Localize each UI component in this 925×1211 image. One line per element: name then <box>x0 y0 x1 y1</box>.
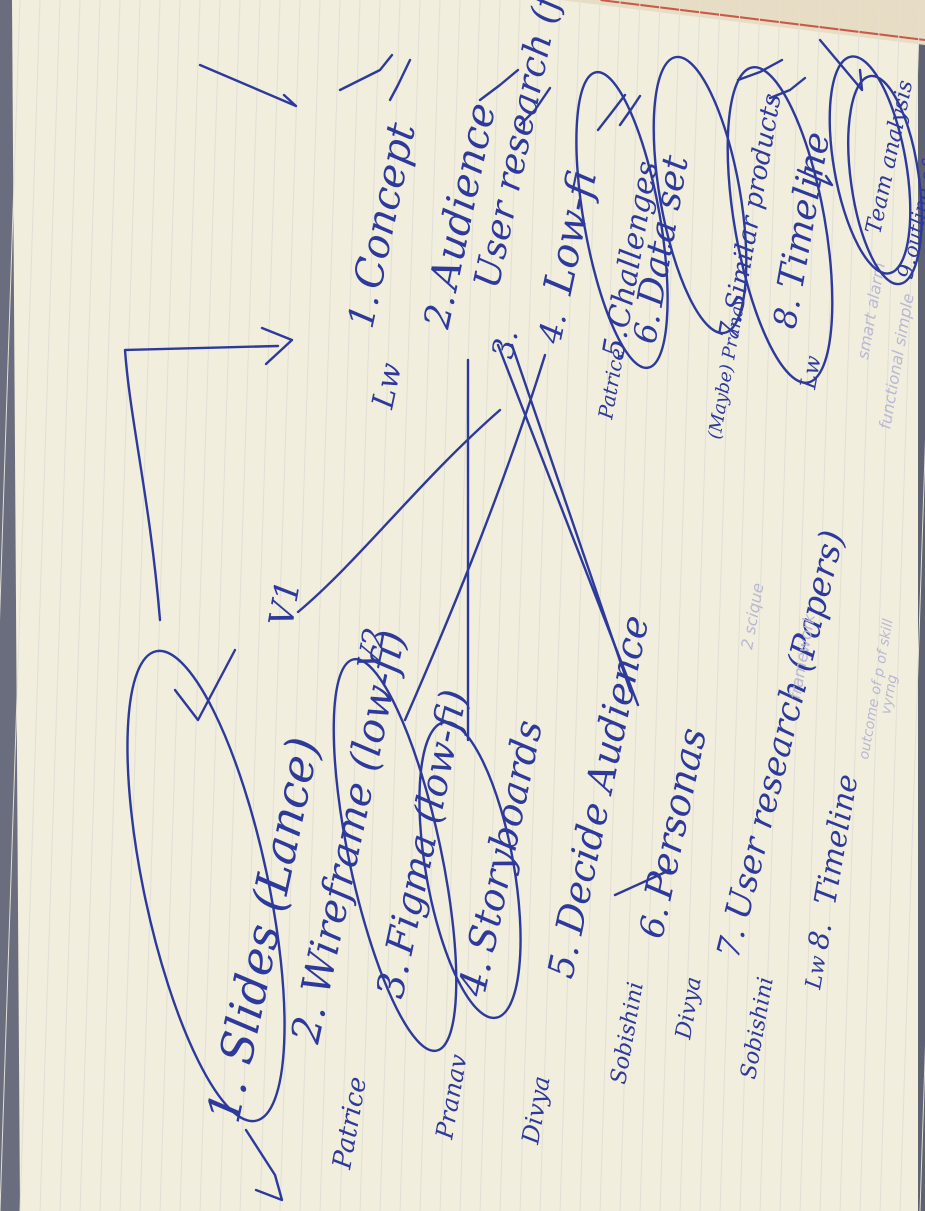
v1-marker: V1 <box>261 577 308 629</box>
top-right-page-edge <box>560 0 925 45</box>
slides-loop <box>126 649 286 1123</box>
ruled-line <box>639 0 681 1211</box>
right-item-8-number: 8. <box>765 295 808 332</box>
left-item-8-number: 8. <box>801 920 838 952</box>
personas-connector <box>613 868 672 897</box>
ruled-line <box>99 0 141 1211</box>
challenges-check <box>596 93 627 132</box>
ruled-line <box>479 0 521 1211</box>
ruled-line <box>859 0 901 1211</box>
right-item-3-number: 3. <box>486 326 526 361</box>
ruled-line <box>199 0 241 1211</box>
ruled-line <box>799 0 841 1211</box>
challenges-dataset-loop <box>575 70 669 370</box>
v2-connector <box>403 353 547 722</box>
ruled-line <box>299 0 341 1211</box>
faint-note-6: vyrng <box>878 673 901 715</box>
similar-products-loop <box>652 55 748 335</box>
ruled-line <box>79 0 121 1211</box>
ruled-line <box>339 0 381 1211</box>
ruled-line <box>239 0 281 1211</box>
v1-connector <box>296 408 502 614</box>
ruled-line <box>899 438 925 1211</box>
ruled-line <box>459 0 501 1211</box>
right-item-6-number: 6. <box>625 310 668 347</box>
red-margin-edge <box>599 0 925 41</box>
v2-marker: V2 <box>351 625 393 671</box>
ruled-line <box>739 0 781 1211</box>
top-arrow-check <box>198 63 298 108</box>
timeline-small-arrow <box>796 168 834 187</box>
timeline-check <box>768 76 807 100</box>
storyboards-loop <box>418 720 522 1020</box>
timeline-loop <box>726 66 834 384</box>
left-item-2-number: 2. <box>283 1000 336 1048</box>
ruled-line <box>559 0 601 1211</box>
ruled-line <box>699 0 741 1211</box>
ruled-line <box>599 0 641 1211</box>
right-item-8-owner: Lw <box>796 354 827 392</box>
similar-check <box>736 58 784 82</box>
ruled-line <box>39 0 81 1211</box>
ruled-line <box>139 0 181 1211</box>
left-item-5-number: 5. <box>541 940 588 982</box>
left-item-8-owner: Lw <box>801 954 832 992</box>
ruled-line <box>119 0 161 1211</box>
right-item-4-number: 4. <box>530 309 574 348</box>
ruled-line <box>759 0 801 1211</box>
ruled-line <box>0 0 41 1211</box>
ruled-line <box>519 0 561 1211</box>
concept-check <box>338 53 394 92</box>
ruled-line <box>659 0 701 1211</box>
ruled-line <box>719 0 761 1211</box>
ruled-line <box>439 0 481 1211</box>
ruled-line <box>679 0 721 1211</box>
ruled-line <box>59 0 101 1211</box>
ink-strokes <box>123 38 923 1202</box>
ruled-line <box>259 0 301 1211</box>
bracket-arrow <box>123 344 280 622</box>
ruled-line <box>379 0 421 1211</box>
left-arrow <box>244 1128 284 1202</box>
left-item-3-number: 3. <box>368 957 419 1002</box>
ruled-line <box>279 0 321 1211</box>
slides-check <box>173 648 237 722</box>
ruled-line <box>539 0 581 1211</box>
right-item-7-number: 7. <box>712 311 749 343</box>
research-check <box>478 68 520 102</box>
datasets-check <box>618 94 642 127</box>
crossing-line-3 <box>510 343 632 692</box>
ruled-line <box>879 0 921 1211</box>
ruled-line <box>779 0 821 1211</box>
ruled-line <box>359 0 401 1211</box>
ruled-line <box>319 0 361 1211</box>
figma-loop <box>332 657 458 1053</box>
ruled-line <box>179 0 221 1211</box>
paper-shadow-edge <box>0 0 20 1211</box>
lowfi-check <box>518 86 552 127</box>
ruled-line <box>19 0 61 1211</box>
audience-check <box>388 58 412 102</box>
ruled-line <box>399 0 441 1211</box>
right-item-2-number: 2. <box>416 290 463 333</box>
ruled-line <box>159 0 201 1211</box>
ruled-line <box>619 0 661 1211</box>
ruled-line <box>0 0 21 621</box>
bracket-arrow-head <box>260 326 294 366</box>
team-loop-2 <box>847 74 923 286</box>
team-arrow <box>818 38 864 92</box>
team-loop-1 <box>828 55 912 275</box>
right-item-1-number: 1. <box>341 290 388 332</box>
ruled-line <box>219 0 261 1211</box>
ruled-line <box>419 0 461 1211</box>
ruled-line <box>839 0 881 1211</box>
